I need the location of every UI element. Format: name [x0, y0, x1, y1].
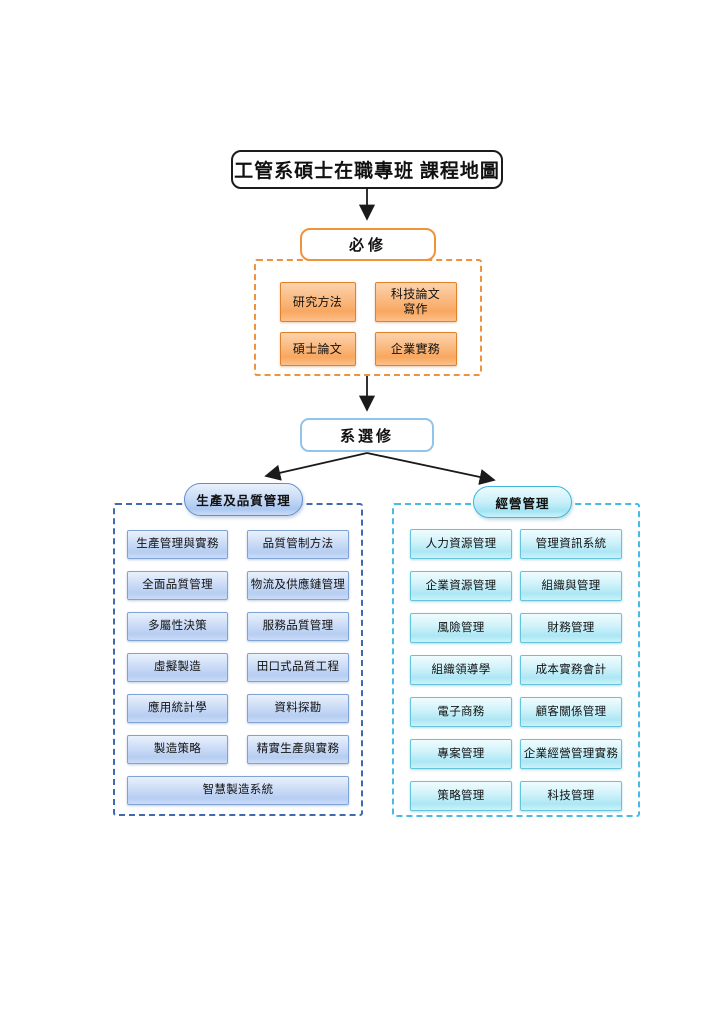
management-course-box: 組織與管理	[520, 571, 622, 601]
required-course-box: 碩士論文	[279, 332, 356, 366]
management-course-box: 企業經營管理實務	[520, 739, 622, 769]
production-group-name: 生產及品質管理	[196, 494, 291, 508]
management-course-box: 財務管理	[520, 613, 622, 643]
diagram-title: 工管系碩士在職專班 課程地圖	[234, 161, 500, 182]
management-course-box: 管理資訊系統	[520, 529, 622, 559]
required-course-box: 企業實務	[374, 332, 457, 366]
required-courses-panel: 研究方法 科技論文 寫作 碩士論文 企業實務	[254, 259, 482, 376]
management-group-header: 經營管理	[473, 486, 572, 518]
production-group-header: 生產及品質管理	[184, 483, 303, 516]
management-course-box: 科技管理	[520, 781, 622, 811]
production-course-box: 田口式品質工程	[247, 653, 349, 682]
production-course-box: 全面品質管理	[127, 571, 228, 600]
production-course-box: 製造策略	[127, 735, 228, 764]
management-course-box: 組織領導學	[410, 655, 512, 685]
production-course-box: 服務品質管理	[247, 612, 349, 641]
production-course-box: 物流及供應鏈管理	[247, 571, 349, 600]
management-group-name: 經營管理	[495, 496, 550, 511]
management-course-box: 成本實務會計	[520, 655, 622, 685]
arrow-electives-to-production	[264, 452, 368, 481]
management-group-panel: 人力資源管理 管理資訊系統 企業資源管理 組織與管理 風險管理 財務管理 組織領…	[392, 503, 640, 817]
electives-label: 系選修	[339, 428, 394, 445]
production-course-box: 生產管理與實務	[127, 530, 228, 559]
production-course-box: 智慧製造系統	[127, 776, 349, 805]
production-course-box: 應用統計學	[127, 694, 228, 723]
production-course-box: 虛擬製造	[127, 653, 228, 682]
management-course-box: 風險管理	[410, 613, 512, 643]
required-course-box: 科技論文 寫作	[374, 282, 457, 322]
arrow-electives-to-management	[366, 452, 496, 485]
production-course-box: 精實生產與實務	[247, 735, 349, 764]
electives-label-box: 系選修	[300, 418, 434, 452]
management-course-box: 電子商務	[410, 697, 512, 727]
production-course-box: 多屬性決策	[127, 612, 228, 641]
production-course-box: 品質管制方法	[247, 530, 349, 559]
diagram-title-box: 工管系碩士在職專班 課程地圖	[231, 150, 503, 189]
management-course-box: 人力資源管理	[410, 529, 512, 559]
management-course-box: 企業資源管理	[410, 571, 512, 601]
required-label-box: 必修	[300, 228, 436, 261]
management-course-box: 策略管理	[410, 781, 512, 811]
required-course-box: 研究方法	[279, 282, 356, 322]
management-course-box: 專案管理	[410, 739, 512, 769]
required-label: 必修	[348, 238, 387, 254]
management-course-box: 顧客關係管理	[520, 697, 622, 727]
production-course-box: 資料探勘	[247, 694, 349, 723]
production-group-panel: 生產管理與實務 品質管制方法 全面品質管理 物流及供應鏈管理 多屬性決策 服務品…	[113, 503, 363, 816]
